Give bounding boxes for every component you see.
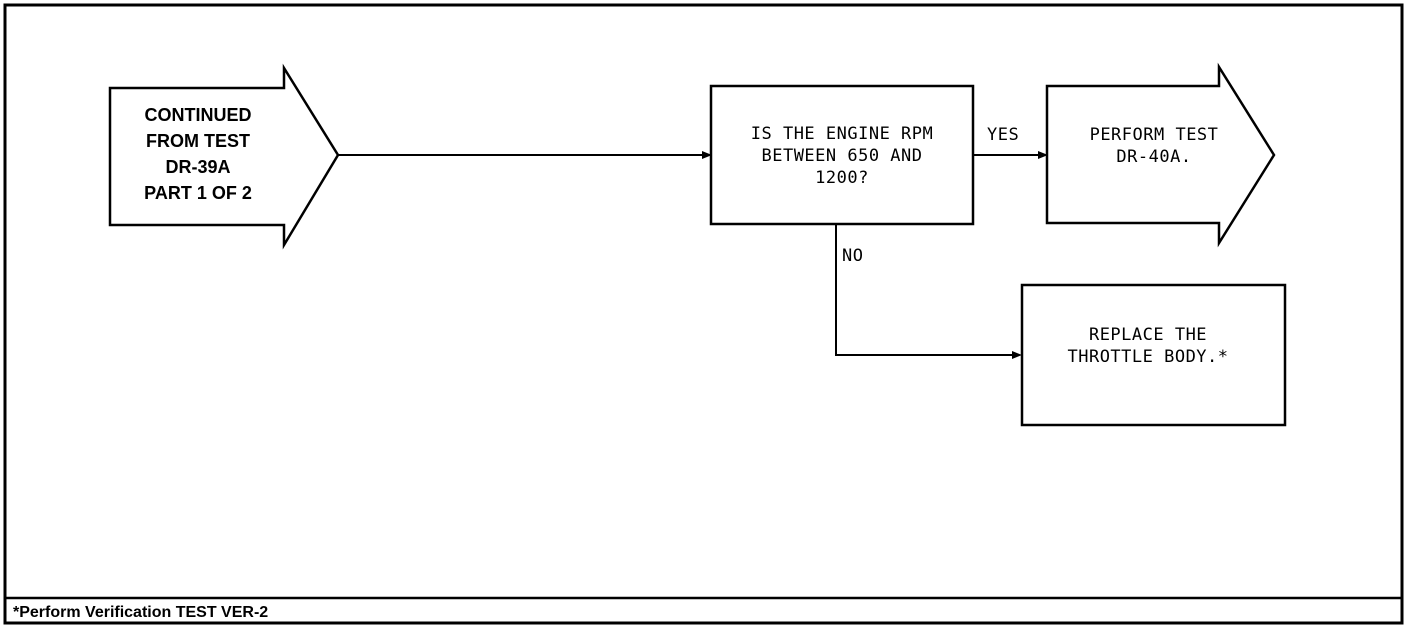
connector-no <box>835 224 1016 356</box>
start-arrow-shape <box>108 63 340 250</box>
decision-line-2: BETWEEN 650 AND <box>761 146 922 166</box>
footer-note: *Perform Verification TEST VER-2 <box>13 604 268 621</box>
start-arrow-line-2: FROM TEST <box>146 131 250 151</box>
yes-label: YES <box>987 125 1019 145</box>
start-arrow-line-1: CONTINUED <box>145 105 252 125</box>
decision-box <box>709 84 975 226</box>
arrowhead-yes <box>1038 151 1048 159</box>
decision-line-3: 1200? <box>815 168 869 188</box>
perform-test-line-1: PERFORM TEST <box>1090 125 1219 145</box>
replace-line-1: REPLACE THE <box>1089 325 1207 345</box>
no-label: NO <box>842 246 863 266</box>
outer-border <box>3 3 1404 625</box>
arrowhead-no <box>1012 351 1022 359</box>
start-arrow-line-4: PART 1 OF 2 <box>144 183 252 203</box>
replace-line-2: THROTTLE BODY.* <box>1067 347 1228 367</box>
replace-throttle-box <box>1020 283 1287 427</box>
perform-test-line-2: DR-40A. <box>1116 147 1191 167</box>
perform-test-arrow-shape <box>1045 62 1276 248</box>
decision-line-1: IS THE ENGINE RPM <box>751 124 934 144</box>
arrowhead-decision <box>702 151 712 159</box>
start-arrow-line-3: DR-39A <box>165 157 230 177</box>
